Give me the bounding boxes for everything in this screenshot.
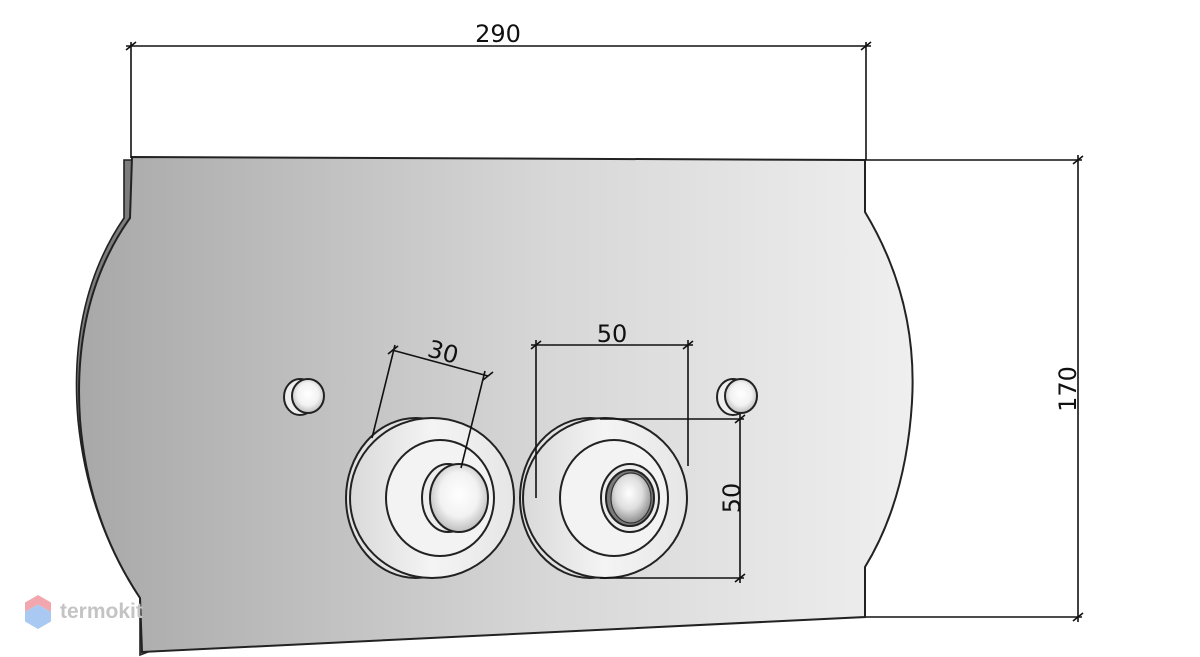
dimension-large-button-width: 50	[530, 320, 694, 498]
dimension-label-width: 290	[475, 20, 521, 48]
wall-plate	[78, 155, 914, 654]
flush-button-large	[519, 417, 688, 579]
dimension-label-height: 170	[1054, 366, 1082, 412]
termokit-logo-icon	[25, 595, 51, 629]
dimension-large-button-height: 50	[600, 414, 746, 583]
dimension-label-large-height: 50	[718, 483, 746, 514]
dimension-overall-width: 290	[125, 20, 872, 160]
mounting-pin-left	[283, 378, 325, 416]
dimension-overall-height: 170	[866, 155, 1084, 622]
dimension-small-button: 30	[371, 335, 494, 469]
brand-watermark: termokit	[24, 594, 143, 630]
brand-name: termokit	[60, 600, 143, 623]
mounting-pin-right	[716, 378, 758, 416]
flush-button-small	[345, 417, 515, 579]
dimension-label-large-width: 50	[597, 320, 628, 348]
